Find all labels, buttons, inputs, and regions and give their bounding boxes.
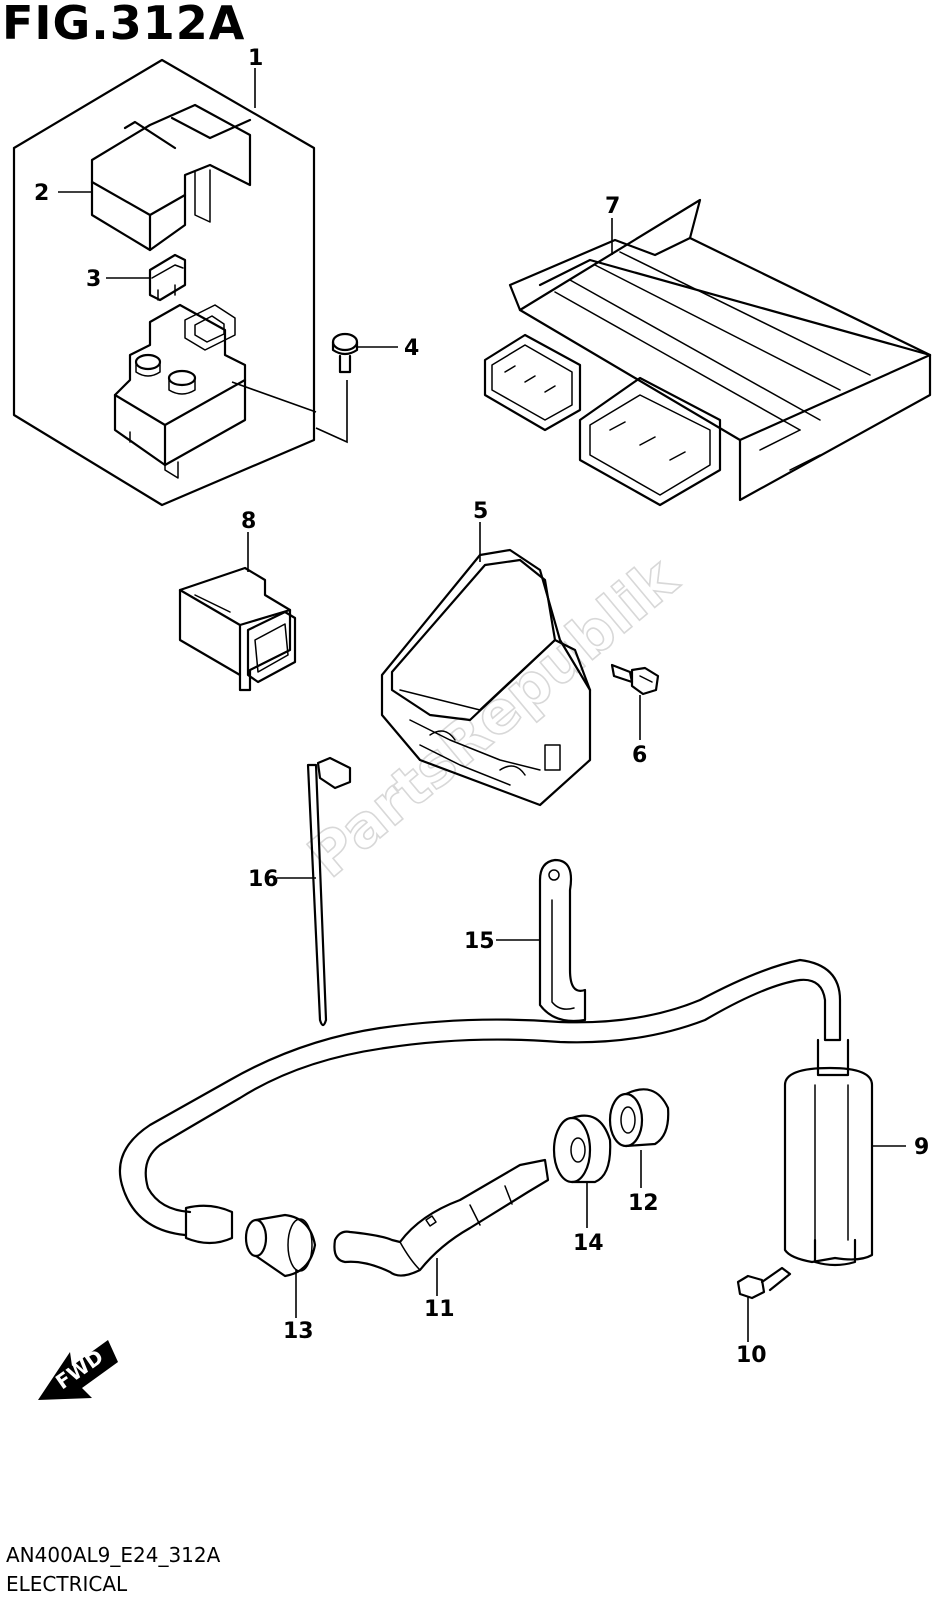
callout-16: 16 (248, 867, 279, 892)
callout-10: 10 (736, 1343, 767, 1368)
relay-assembly-group-box (12, 58, 316, 507)
callout-11: 11 (424, 1297, 455, 1322)
part-ignition-coil[interactable] (118, 958, 874, 1267)
diagram-caption: ELECTRICAL (6, 1572, 128, 1596)
callout-5: 5 (473, 499, 488, 524)
callout-13: 13 (283, 1319, 314, 1344)
callout-7: 7 (605, 194, 620, 219)
callout-9: 9 (914, 1135, 929, 1160)
callout-6: 6 (632, 743, 647, 768)
part-connector-8[interactable] (178, 566, 297, 692)
part-boot-15[interactable] (538, 858, 587, 1023)
callout-8: 8 (241, 509, 256, 534)
callout-3: 3 (86, 267, 101, 292)
part-bolt-10[interactable] (736, 1266, 792, 1300)
part-regulator-rectifier[interactable] (380, 548, 592, 807)
part-fuse[interactable] (148, 253, 187, 302)
callout-12: 12 (628, 1191, 659, 1216)
part-bolt-4[interactable] (331, 332, 359, 374)
callout-leaders (58, 68, 906, 1342)
forward-direction-arrow: FWD (38, 1340, 118, 1400)
part-relay-cover[interactable] (90, 103, 252, 252)
figure-title: FIG.312A (2, 0, 246, 50)
part-cable-tie[interactable] (306, 756, 352, 1027)
part-grommet-13[interactable] (244, 1213, 317, 1278)
part-seal-14[interactable] (552, 1114, 612, 1184)
part-bolt-6[interactable] (610, 663, 660, 696)
callout-2: 2 (34, 181, 49, 206)
watermark-text: PartsRepublik (295, 544, 690, 891)
part-ecm[interactable] (483, 198, 932, 507)
callout-14: 14 (573, 1231, 604, 1256)
diagram-code: AN400AL9_E24_312A (6, 1543, 221, 1567)
part-starter-relay[interactable] (113, 303, 247, 479)
part-plug-cap[interactable] (333, 1158, 550, 1277)
callout-1: 1 (248, 46, 263, 71)
callout-15: 15 (464, 929, 495, 954)
callout-4: 4 (404, 336, 419, 361)
part-ring-12[interactable] (608, 1088, 670, 1148)
